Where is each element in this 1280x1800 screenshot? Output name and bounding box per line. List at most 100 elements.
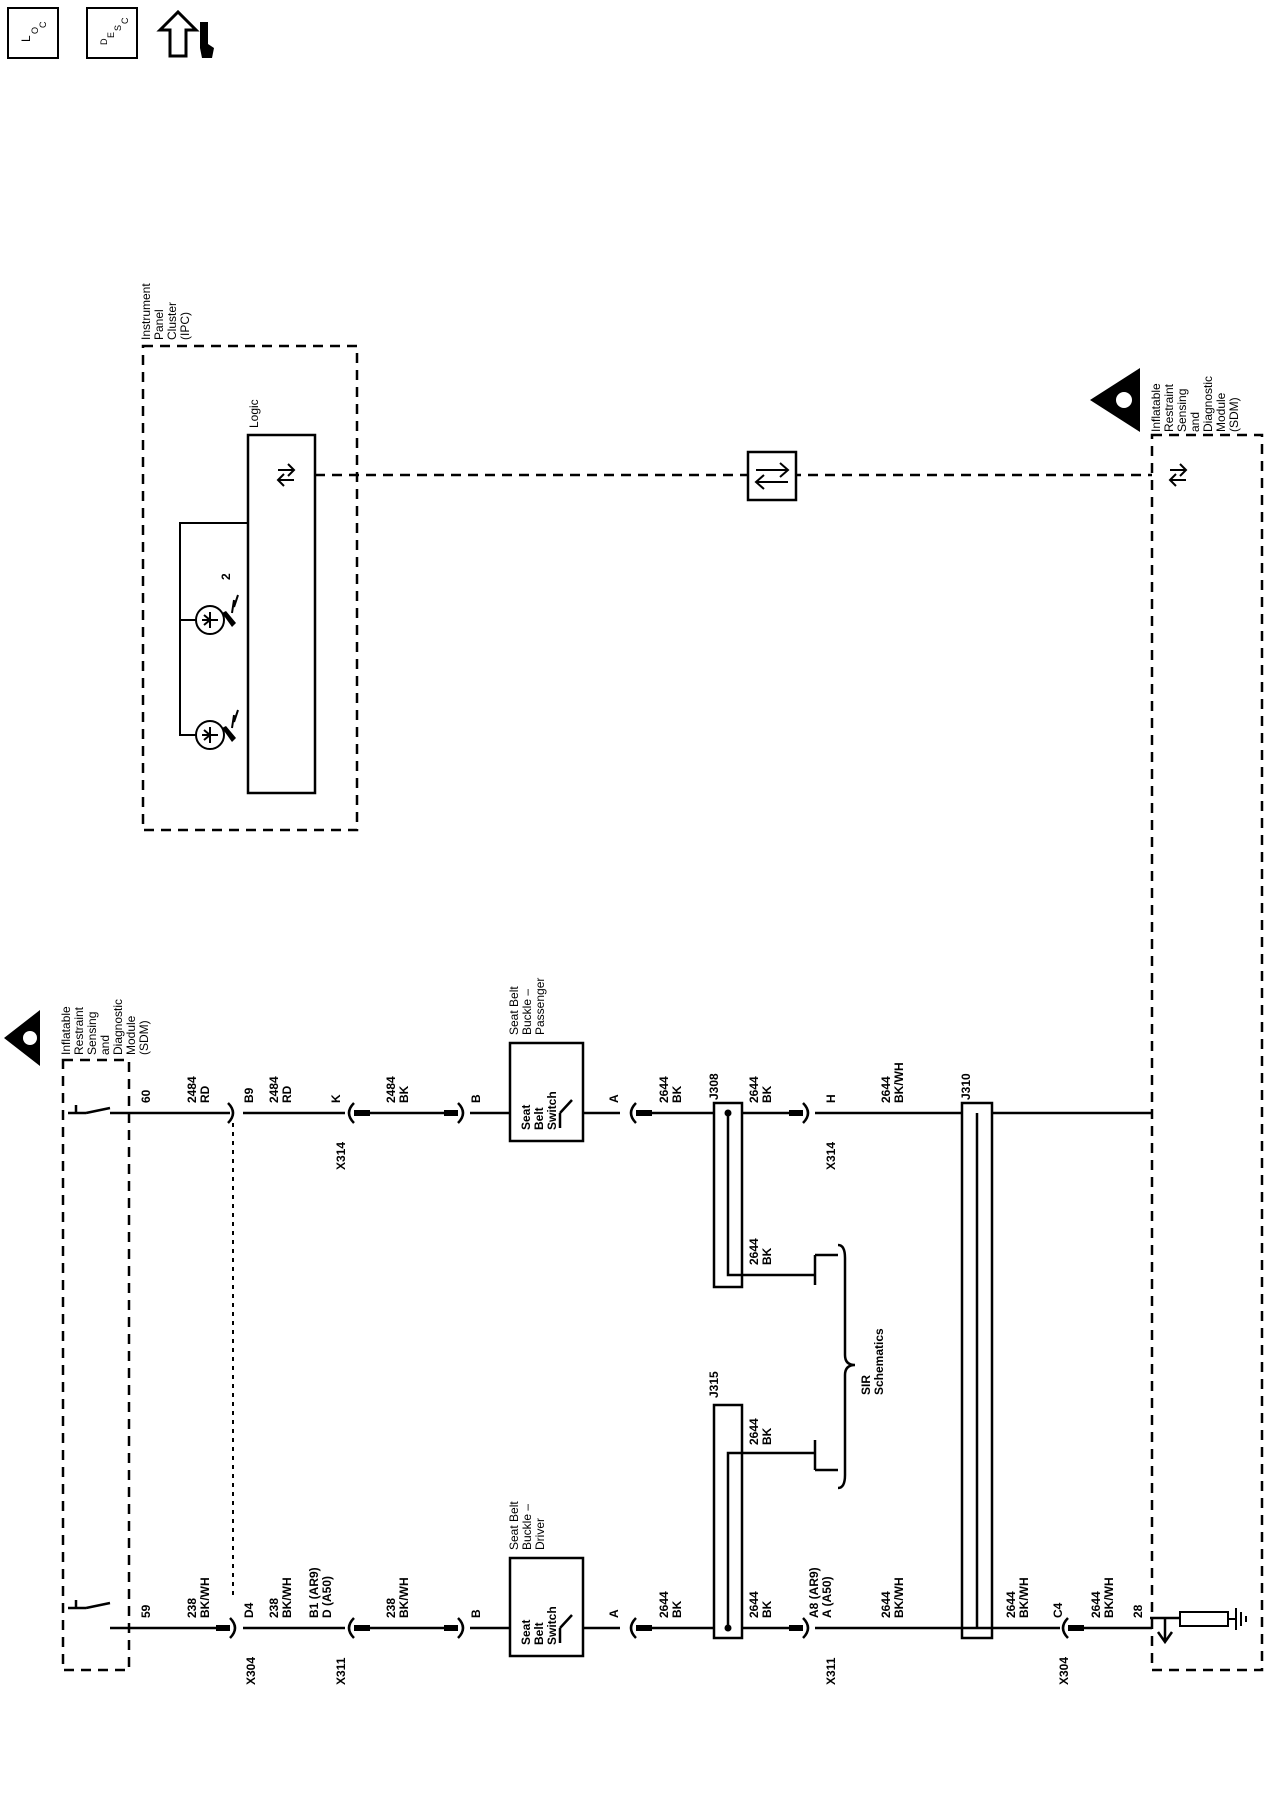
d-x311-label-2: X311	[824, 1657, 838, 1685]
d-wire8-num: 2644	[1089, 1591, 1103, 1618]
ipc-module: Instrument Panel Cluster (IPC) Logic 2	[139, 283, 359, 832]
desc-letter-c: C	[120, 17, 130, 24]
sdm-right-title-6: Module	[1214, 392, 1228, 432]
sdm-right-title-2: Restraint	[1162, 383, 1176, 432]
d-wire3-color: BK/WH	[397, 1577, 411, 1618]
d-wire5-color: BK	[760, 1600, 774, 1618]
passenger-switch-body-3: Switch	[545, 1091, 559, 1130]
p-wire1-color: RD	[198, 1085, 212, 1103]
sdm-serial-data-icon	[1168, 463, 1188, 487]
p-x304-pin-b9: B9	[242, 1087, 256, 1103]
p-wire6-num: 2644	[879, 1076, 893, 1103]
p-wire2-num: 2484	[267, 1076, 281, 1103]
d-x304-label-2: X304	[1057, 1657, 1071, 1685]
description-button[interactable]: D E S C	[86, 7, 138, 59]
p-wire4-color: BK	[670, 1085, 684, 1103]
ipc-logic-label: Logic	[247, 399, 261, 428]
p-splice-j310: J310	[959, 1073, 973, 1100]
d-wire6-num: 2644	[879, 1591, 893, 1618]
sir-schematics-reference[interactable]: SIR Schematics	[837, 1243, 886, 1490]
ipc-serial-data-icon	[276, 463, 296, 487]
d-x311-pin-2: D (A50)	[320, 1576, 334, 1618]
sdm-right-title-3: Sensing	[1175, 389, 1189, 432]
location-button[interactable]: L O C	[7, 7, 59, 59]
d-x311-label: X311	[334, 1657, 348, 1685]
d-x304-pin-c4: C4	[1051, 1602, 1065, 1618]
d-x304-pin-d4: D4	[242, 1602, 256, 1618]
sdm-left-title-3: Sensing	[85, 1012, 99, 1055]
passenger-switch-title-3: Passenger	[533, 978, 547, 1035]
p-sir-wire-num: 2644	[747, 1238, 761, 1265]
d-wire3-num: 238	[384, 1598, 398, 1618]
driver-switch-title-2: Buckle –	[520, 1504, 534, 1550]
p-wire3-num: 2484	[384, 1076, 398, 1103]
ipc-logic-box	[246, 433, 317, 795]
sdm-right-title-1: Inflatable	[1149, 383, 1163, 432]
p-x314-label: X314	[334, 1142, 348, 1170]
d-wire6-color: BK/WH	[892, 1577, 906, 1618]
desc-letter-d: D	[99, 38, 109, 45]
indicator-2-label: 2	[219, 573, 233, 580]
d-x311-pin-1: B1 (AR9)	[307, 1567, 321, 1618]
d-x304-label: X304	[244, 1657, 258, 1685]
p-sdm-pin-60: 60	[139, 1089, 153, 1103]
d-x311-pin2-1: A8 (AR9)	[807, 1567, 821, 1618]
seat-belt-indicator-passenger	[195, 594, 239, 635]
d-wire8-color: BK/WH	[1102, 1577, 1116, 1618]
d-wire1-num: 238	[185, 1598, 199, 1618]
sdm-right-title-5: Diagnostic	[1201, 376, 1215, 432]
splice-j315	[712, 1403, 838, 1640]
driver-circuit	[110, 1617, 1152, 1639]
p-wire2-color: RD	[280, 1085, 294, 1103]
p-wire5-num: 2644	[747, 1076, 761, 1103]
sdm-left-contact-59	[68, 1600, 111, 1610]
ipc-title-1: Instrument	[139, 283, 153, 340]
sdm-ground-icon	[1150, 1608, 1247, 1645]
passenger-switch-title-1: Seat Belt	[507, 986, 521, 1035]
sdm-left-title-5: Diagnostic	[111, 999, 125, 1055]
driver-labels: 59 238 BK/WH D4 X304 238 BK/WH B1 (AR9) …	[139, 1371, 1145, 1685]
splice-j308	[712, 1101, 838, 1289]
sir-ref-line-2: Schematics	[872, 1328, 886, 1395]
d-sdm-pin-28: 28	[1131, 1604, 1145, 1618]
sdm-right-title-4: and	[1188, 412, 1202, 432]
sdm-left-title-1: Inflatable	[59, 1006, 73, 1055]
driver-switch-body-3: Switch	[545, 1606, 559, 1645]
sdm-right-module: Inflatable Restraint Sensing and Diagnos…	[1090, 368, 1264, 1672]
loc-letter-o: O	[30, 27, 40, 34]
d-sir-wire-num: 2644	[747, 1418, 761, 1445]
d-wire2-num: 238	[267, 1598, 281, 1618]
sdm-left-module: Inflatable Restraint Sensing and Diagnos…	[4, 999, 151, 1672]
passenger-switch-body-1: Seat	[519, 1105, 533, 1130]
p-x314-label-2: X314	[824, 1142, 838, 1170]
passenger-switch-body-2: Belt	[532, 1107, 546, 1130]
d-switch-pin-b: B	[469, 1609, 483, 1618]
p-wire4-num: 2644	[657, 1076, 671, 1103]
connector-end-view-icon[interactable]	[156, 9, 214, 58]
driver-seat-belt-switch[interactable]: Seat Belt Switch Seat Belt Buckle – Driv…	[507, 1501, 585, 1658]
driver-switch-body-1: Seat	[519, 1620, 533, 1645]
sdm-left-title-2: Restraint	[72, 1006, 86, 1055]
d-wire7-color: BK/WH	[1017, 1577, 1031, 1618]
passenger-switch-title-2: Buckle –	[520, 989, 534, 1035]
p-wire3-color: BK	[397, 1085, 411, 1103]
loc-letter-c: C	[38, 21, 48, 28]
sdm-left-warning-icon	[4, 1010, 40, 1066]
p-wire1-num: 2484	[185, 1076, 199, 1103]
p-switch-pin-b: B	[469, 1094, 483, 1103]
ipc-title-3: Cluster	[165, 302, 179, 340]
d-switch-pin-a: A	[607, 1609, 621, 1618]
d-wire5-num: 2644	[747, 1591, 761, 1618]
ipc-title-2: Panel	[152, 309, 166, 340]
d-wire2-color: BK/WH	[280, 1577, 294, 1618]
passenger-seat-belt-switch[interactable]: Seat Belt Switch Seat Belt Buckle – Pass…	[507, 978, 585, 1143]
serial-data-link-icon	[746, 450, 798, 502]
sdm-left-title-6: Module	[124, 1015, 138, 1055]
loc-letter-l: L	[19, 35, 33, 42]
d-sir-wire-color: BK	[760, 1427, 774, 1445]
driver-switch-title-3: Driver	[533, 1518, 547, 1550]
sdm-left-title-7: (SDM)	[137, 1020, 151, 1055]
d-wire1-color: BK/WH	[198, 1577, 212, 1618]
d-wire4-color: BK	[670, 1600, 684, 1618]
